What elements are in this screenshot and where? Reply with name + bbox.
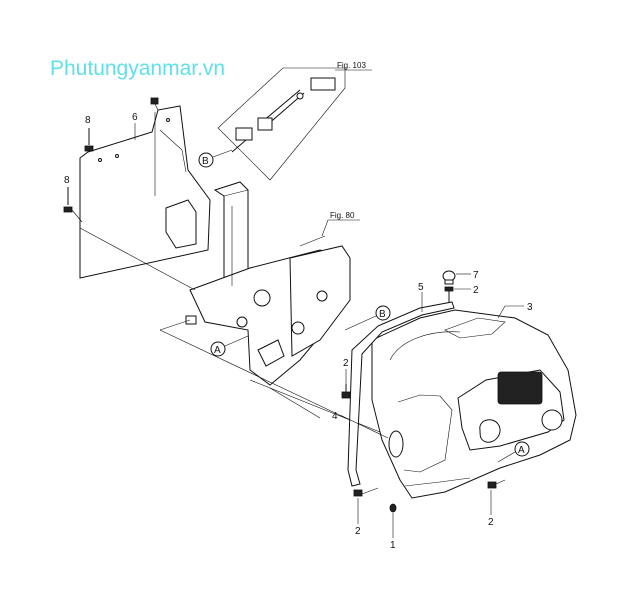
bolt-part-8-top xyxy=(84,128,94,152)
svg-text:5: 5 xyxy=(418,282,424,293)
svg-text:8: 8 xyxy=(85,115,91,126)
svg-text:8: 8 xyxy=(64,175,70,186)
callout-2-left: 2 xyxy=(343,358,349,384)
bolt-part-2-top xyxy=(444,286,454,302)
circled-ref-b-top: B xyxy=(198,149,233,168)
fig-ref-103: Fig. 103 xyxy=(335,61,372,71)
callout-4: 4 xyxy=(332,411,389,439)
bolt-part-2-bottom-left xyxy=(353,487,379,497)
callout-8-top: 8 xyxy=(85,115,91,126)
bolt-part-8-lower xyxy=(63,187,83,223)
callout-1: 1 xyxy=(390,513,396,551)
grommet-part-4 xyxy=(388,430,404,458)
callout-2-bottom-left: 2 xyxy=(355,498,361,537)
watermark-text: Phutungyanmar.vn xyxy=(50,57,225,80)
cap-part-7 xyxy=(442,270,456,285)
circled-ref-a-right: A xyxy=(497,441,530,463)
svg-text:B: B xyxy=(379,309,386,320)
svg-text:2: 2 xyxy=(488,517,494,528)
bolt-part-2-left xyxy=(341,384,351,399)
callout-7: 7 xyxy=(456,270,479,281)
callout-6: 6 xyxy=(132,112,138,140)
support-frame xyxy=(185,181,351,386)
svg-text:2: 2 xyxy=(355,526,361,537)
svg-text:A: A xyxy=(518,445,525,456)
callout-2-bottom-right: 2 xyxy=(488,490,494,528)
bolt-part-8-panel-top xyxy=(150,97,159,111)
svg-text:A: A xyxy=(214,345,221,356)
callout-3: 3 xyxy=(497,302,533,319)
svg-text:3: 3 xyxy=(527,302,533,313)
svg-text:6: 6 xyxy=(132,112,138,123)
callout-2-top: 2 xyxy=(454,285,479,296)
svg-text:Fig. 80: Fig. 80 xyxy=(330,211,355,220)
svg-text:B: B xyxy=(202,156,209,167)
seal-strip-part-5 xyxy=(347,301,455,487)
callout-8-lower: 8 xyxy=(64,175,70,186)
svg-text:7: 7 xyxy=(473,270,479,281)
fig-ref-80: Fig. 80 xyxy=(321,211,360,237)
side-panel-part-6 xyxy=(79,105,211,279)
svg-text:2: 2 xyxy=(473,285,479,296)
assembly-leader-lines xyxy=(79,227,401,441)
svg-text:Fig. 103: Fig. 103 xyxy=(337,61,366,70)
svg-text:4: 4 xyxy=(332,411,338,422)
circled-ref-b-lower: B xyxy=(344,305,391,331)
svg-text:2: 2 xyxy=(343,358,349,369)
callout-5: 5 xyxy=(418,282,424,312)
linkage-rod-assembly xyxy=(217,67,346,181)
svg-text:1: 1 xyxy=(390,540,396,551)
circled-ref-a-middle: A xyxy=(210,335,249,357)
clip-part-1 xyxy=(389,503,397,513)
hood-cover-part-3 xyxy=(371,309,577,499)
bolt-part-2-bottom-right xyxy=(487,479,506,489)
